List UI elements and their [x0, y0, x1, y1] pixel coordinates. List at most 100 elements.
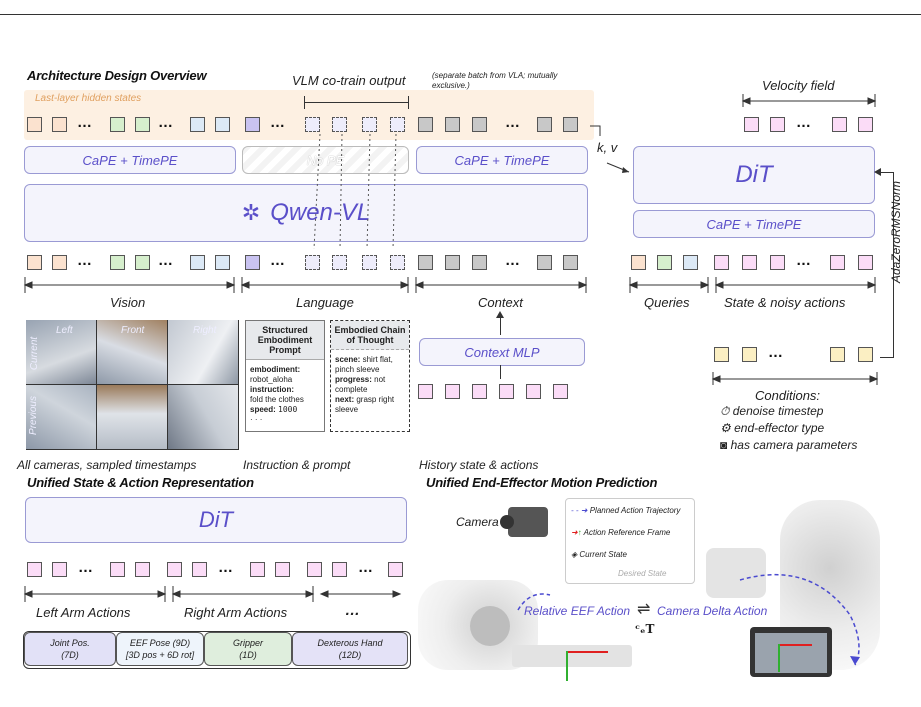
cot-key-next: next:: [335, 395, 355, 404]
section-title-architecture: Architecture Design Overview: [27, 68, 207, 83]
qwen-logo-icon: ✲: [241, 200, 261, 225]
context-mlp-block: Context MLP: [419, 338, 585, 366]
top-rule: [0, 14, 921, 15]
token-ellipsis: …: [218, 559, 233, 576]
kv-label: k, v: [597, 140, 618, 155]
token: [472, 117, 487, 132]
adazero-arrow-head: [874, 168, 881, 176]
adazero-top-line: [878, 172, 893, 173]
prompt-key-speed: speed:: [250, 405, 276, 414]
camera-body-icon: [500, 507, 548, 537]
token: [192, 562, 207, 577]
category-band: [23, 631, 411, 669]
condition-camera: ◙ has camera parameters: [720, 438, 858, 452]
context-up-arrow-head: [496, 311, 504, 318]
velocity-span: [741, 94, 877, 107]
vlm-cotrain-tick-r: [408, 96, 409, 109]
cam-previous-right: [168, 385, 238, 449]
conditions-span: [711, 372, 879, 385]
label-right-arm: Right Arm Actions: [184, 605, 288, 620]
category-joint-pos: Joint Pos.(7D): [24, 632, 116, 666]
token: [472, 255, 487, 270]
prompt-card-title: Structured Embodiment Prompt: [246, 321, 324, 360]
token: [110, 562, 125, 577]
vlm-cotrain-label: VLM co-train output: [292, 73, 406, 88]
hidden-states-label: Last-layer hidden states: [35, 93, 142, 104]
token: [250, 562, 265, 577]
table-surface: [512, 645, 632, 667]
nope-bar-language: No PE: [242, 146, 409, 174]
token: [537, 255, 552, 270]
token: [830, 255, 845, 270]
token: [631, 255, 646, 270]
token-ellipsis: …: [358, 559, 373, 576]
token-ellipsis: …: [796, 252, 811, 269]
label-state-noisy: State & noisy actions: [724, 295, 846, 310]
vlm-cotrain-span: [305, 102, 408, 103]
section-title-eef: Unified End-Effector Motion Prediction: [426, 475, 658, 490]
token-ellipsis: …: [270, 252, 285, 269]
token: [657, 255, 672, 270]
token: [418, 117, 433, 132]
label-queries: Queries: [644, 295, 690, 310]
token-ellipsis: …: [78, 559, 93, 576]
cape-bar-context: CaPE + TimePE: [416, 146, 588, 174]
cot-key-scene: scene:: [335, 355, 361, 364]
token: [305, 117, 320, 132]
token: [445, 255, 460, 270]
transform-symbol: ᶜₑT: [635, 622, 655, 636]
token: [714, 347, 729, 362]
token: [332, 117, 347, 132]
token: [526, 384, 541, 399]
legend-planned-trajectory: - - ➜ Planned Action Trajectory: [571, 506, 681, 515]
label-language: Language: [296, 295, 354, 310]
cot-val-scene: shirt flat, pinch sleeve: [335, 355, 393, 374]
context-up-arrow: [500, 315, 501, 335]
token: [190, 117, 205, 132]
token-ellipsis: …: [77, 252, 92, 269]
token: [135, 255, 150, 270]
section-title-unified-state: Unified State & Action Representation: [27, 475, 254, 490]
cape-bar-vision: CaPE + TimePE: [24, 146, 236, 174]
dit-cape-bar: CaPE + TimePE: [633, 210, 875, 238]
token-ellipsis: …: [796, 114, 811, 131]
left-frame-z-axis: [566, 651, 568, 681]
condition-timestep: ⏱ denoise timestep: [720, 404, 824, 418]
token: [499, 384, 514, 399]
prompt-val-embodiment: robot_aloha: [250, 375, 293, 384]
cot-val-next: grasp right sleeve: [335, 395, 395, 414]
token: [683, 255, 698, 270]
category-eef-pose: EEF Pose (9D)[3D pos + 6D rot]: [116, 632, 204, 666]
token: [418, 384, 433, 399]
condition-eef-type: ⚙ end-effector type: [720, 421, 825, 435]
token: [275, 562, 290, 577]
caption-instruction: Instruction & prompt: [243, 458, 351, 472]
token: [830, 347, 845, 362]
cot-val-progress: not complete: [335, 375, 386, 394]
token: [445, 384, 460, 399]
token-ellipsis: …: [270, 114, 285, 131]
token-ellipsis: …: [505, 252, 520, 269]
token: [215, 255, 230, 270]
separate-batch-note: (separate batch from VLA; mutually exclu…: [432, 71, 558, 90]
left-frame-x-axis: [568, 651, 608, 653]
cam-current-right: [168, 320, 238, 384]
token: [332, 562, 347, 577]
robot-arm-icon: ⚙: [720, 421, 731, 435]
cam-label-left: Left: [56, 325, 73, 336]
token: [445, 117, 460, 132]
token: [167, 562, 182, 577]
token: [52, 562, 67, 577]
legend-desired-state: Desired State: [618, 569, 667, 578]
token: [135, 562, 150, 577]
token: [832, 117, 847, 132]
structured-embodiment-prompt-card: Structured Embodiment Prompt embodiment:…: [245, 320, 325, 432]
token: [52, 117, 67, 132]
history-to-mlp-line: [500, 365, 501, 379]
caption-cameras: All cameras, sampled timestamps: [17, 458, 197, 472]
cam-previous-left: [26, 385, 96, 449]
token: [27, 255, 42, 270]
token: [110, 117, 125, 132]
token: [418, 255, 433, 270]
